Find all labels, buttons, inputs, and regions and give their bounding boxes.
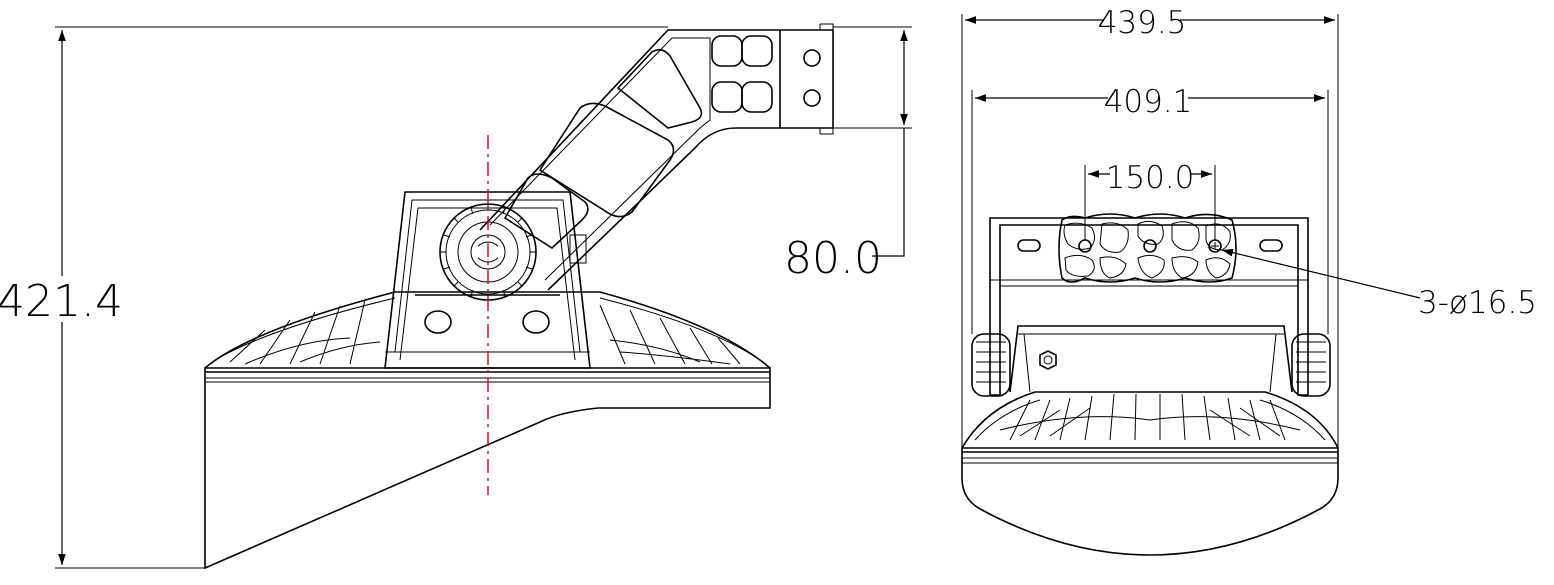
front-heatsink bbox=[961, 391, 1339, 449]
dimension-hole-spacing: 150.0 bbox=[1084, 158, 1216, 240]
dimension-bracket-height: 80.0 bbox=[784, 26, 912, 284]
dimension-overall-width: 439.5 bbox=[961, 2, 1339, 448]
side-view: 421.4 80.0 bbox=[0, 23, 912, 570]
hole-spacing-label: 150.0 bbox=[1106, 160, 1195, 196]
side-height-label: 421.4 bbox=[0, 276, 123, 327]
side-heatsink bbox=[204, 291, 771, 369]
holes-label: 3-ø16.5 bbox=[1418, 285, 1537, 321]
bracket-width-label: 409.1 bbox=[1104, 84, 1193, 120]
front-plate bbox=[1058, 213, 1237, 283]
side-bracket-arm bbox=[479, 23, 834, 291]
front-lens bbox=[961, 447, 1339, 556]
front-bracket bbox=[989, 217, 1309, 396]
bracket-height-label: 80.0 bbox=[784, 233, 882, 284]
dimension-side-height: 421.4 bbox=[0, 26, 668, 569]
front-mount-block bbox=[1009, 325, 1293, 393]
front-knobs bbox=[971, 333, 1331, 397]
overall-width-label: 439.5 bbox=[1098, 5, 1187, 41]
dimension-bracket-width: 409.1 bbox=[971, 82, 1329, 334]
leader-holes: 3-ø16.5 bbox=[1221, 248, 1537, 321]
front-view: 439.5 409.1 150.0 3-ø16.5 bbox=[961, 2, 1537, 556]
